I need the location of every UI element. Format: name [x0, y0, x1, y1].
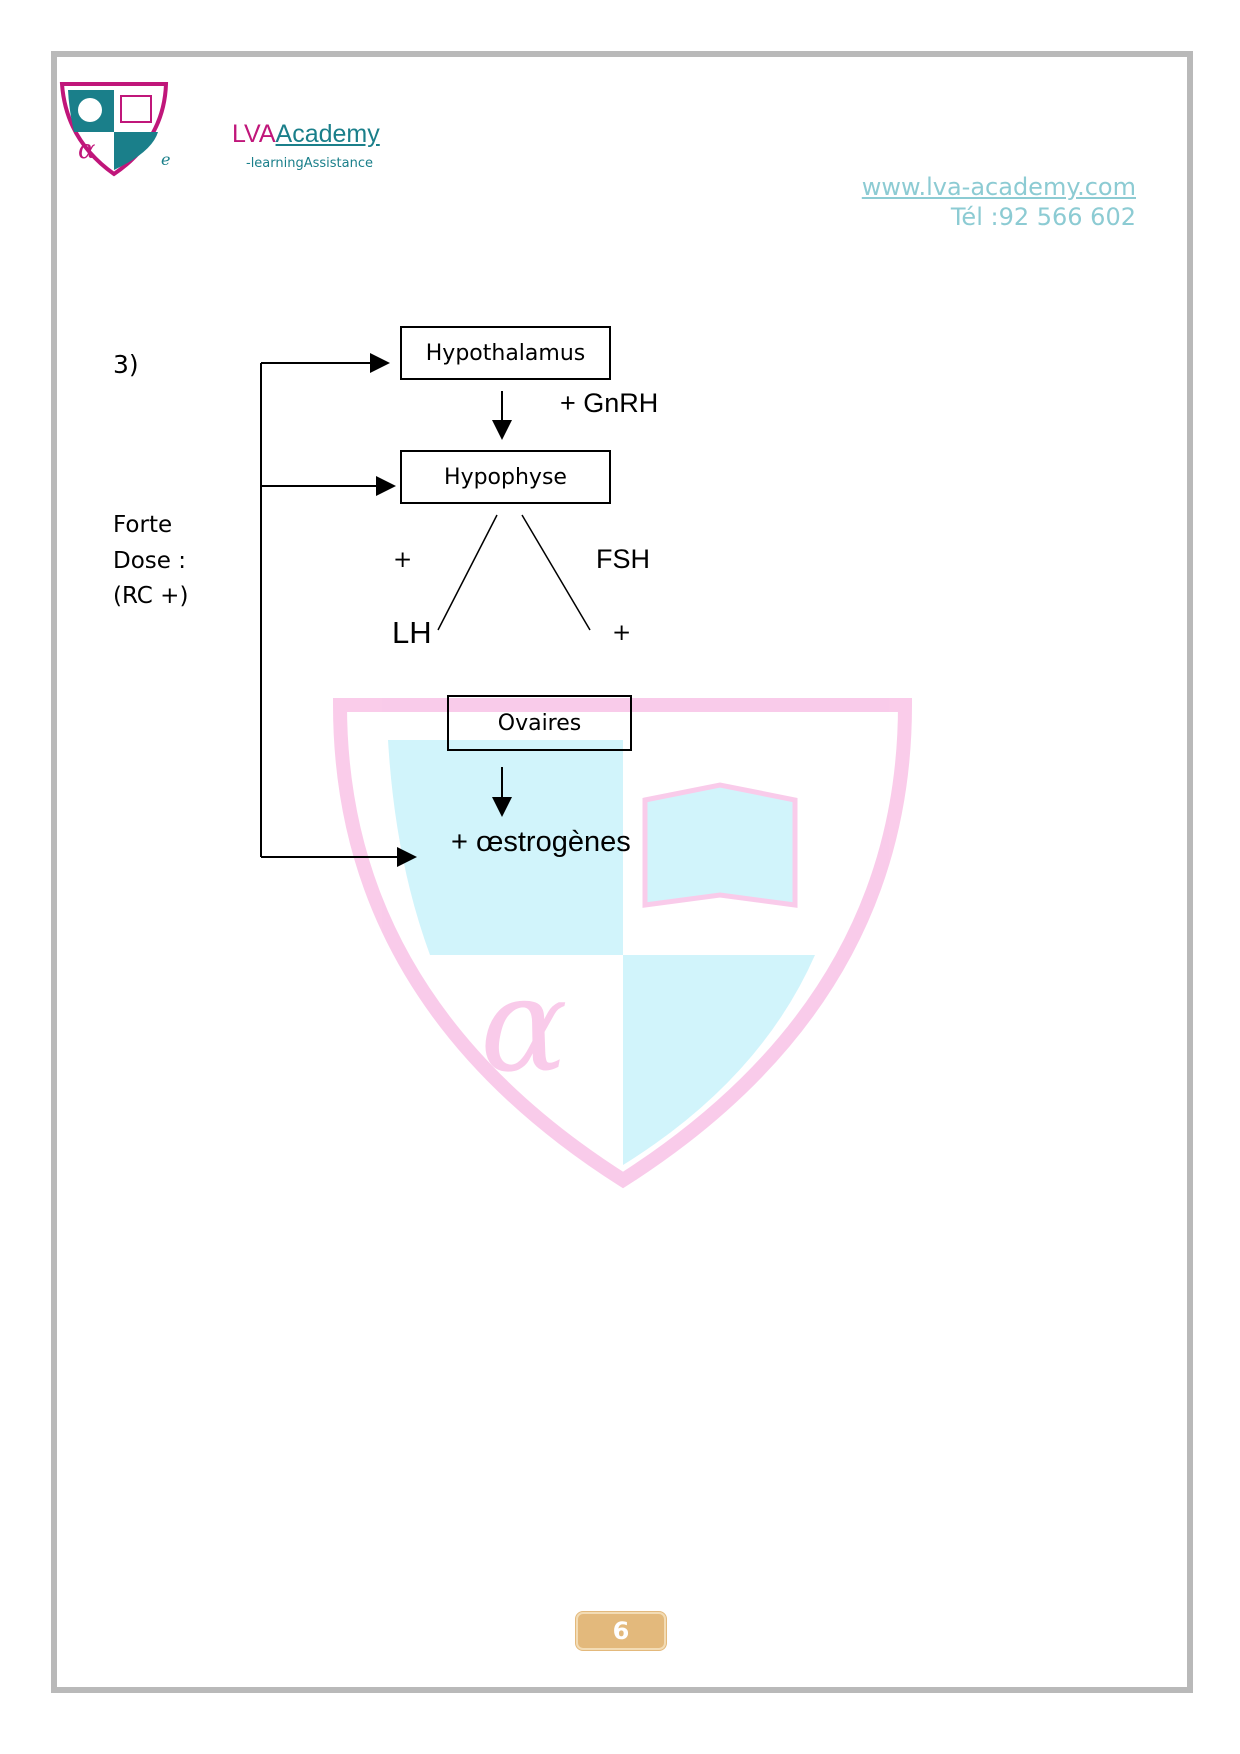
- line-to-fsh: [521, 514, 591, 631]
- hypothalamus-label: Hypothalamus: [425, 340, 586, 366]
- fsh-label: FSH: [596, 544, 650, 574]
- lh-sign: +: [393, 547, 413, 573]
- fsh-sign: +: [612, 620, 632, 646]
- hypophyse-label: Hypophyse: [444, 464, 567, 490]
- hypophyse-box: Hypophyse: [400, 450, 611, 504]
- watermark-shield: α: [332, 698, 913, 1189]
- phone-number: Tél :92 566 602: [950, 203, 1136, 231]
- svg-text:α: α: [78, 135, 96, 165]
- page-number-badge: 6: [576, 1612, 666, 1650]
- lva-logo: α: [59, 82, 169, 177]
- svg-text:α: α: [480, 949, 568, 1101]
- page-frame: [51, 51, 1193, 1693]
- brand-lva: LVA: [232, 120, 276, 148]
- page-number: 6: [612, 1617, 630, 1645]
- website-link[interactable]: www.lva-academy.com: [861, 173, 1136, 201]
- logo-letter: e: [161, 150, 171, 169]
- ovaires-box: Ovaires: [447, 695, 632, 751]
- lh-label: LH: [392, 615, 432, 650]
- gnrh-label: + GnRH: [560, 388, 659, 418]
- brand-tagline: -learningAssistance: [246, 156, 373, 171]
- brand-name: LVAAcademy: [232, 120, 380, 149]
- exercise-number: 3): [113, 350, 139, 379]
- condition-line-2: Dose :: [113, 548, 186, 574]
- condition-line-3: (RC +): [113, 583, 189, 609]
- ovaires-label: Ovaires: [497, 710, 582, 736]
- oestrogenes-label: + œstrogènes: [451, 826, 631, 858]
- line-to-lh: [437, 514, 498, 631]
- hypothalamus-box: Hypothalamus: [400, 326, 611, 380]
- condition-line-1: Forte: [113, 512, 173, 538]
- brand-academy: Academy: [275, 120, 380, 148]
